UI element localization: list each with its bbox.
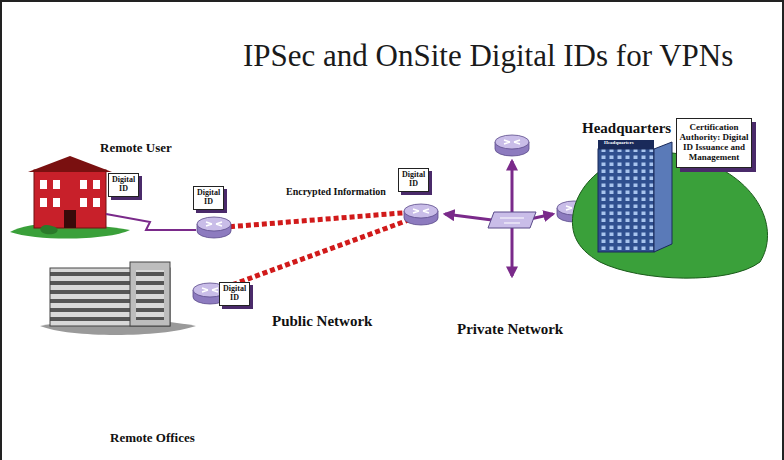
digital-id-card: Digital ID: [398, 168, 429, 192]
building-sign: Headquarters: [604, 140, 634, 146]
digital-id-text: Digital ID: [402, 171, 425, 189]
digital-id-text: Digital ID: [197, 189, 220, 207]
digital-id-text: Digital ID: [112, 176, 135, 194]
authority-box: Certification Authority: Digital ID Issu…: [676, 118, 752, 168]
network-label: Public Network: [272, 313, 372, 330]
site-label: Remote Offices: [110, 431, 195, 445]
link-label: Encrypted Information: [286, 186, 386, 197]
network-label: Private Network: [457, 321, 563, 338]
digital-id-card: Digital ID: [219, 282, 250, 306]
digital-id-card: Digital ID: [108, 173, 139, 197]
digital-id-card: Digital ID: [193, 186, 224, 210]
authority-text: Certification Authority: Digital ID Issu…: [679, 123, 749, 163]
diagram-title: IPSec and OnSite Digital IDs for VPNs: [243, 38, 733, 74]
digital-id-text: Digital ID: [223, 285, 246, 303]
user-label: Remote User: [100, 141, 172, 155]
site-label: Headquarters: [582, 120, 671, 137]
